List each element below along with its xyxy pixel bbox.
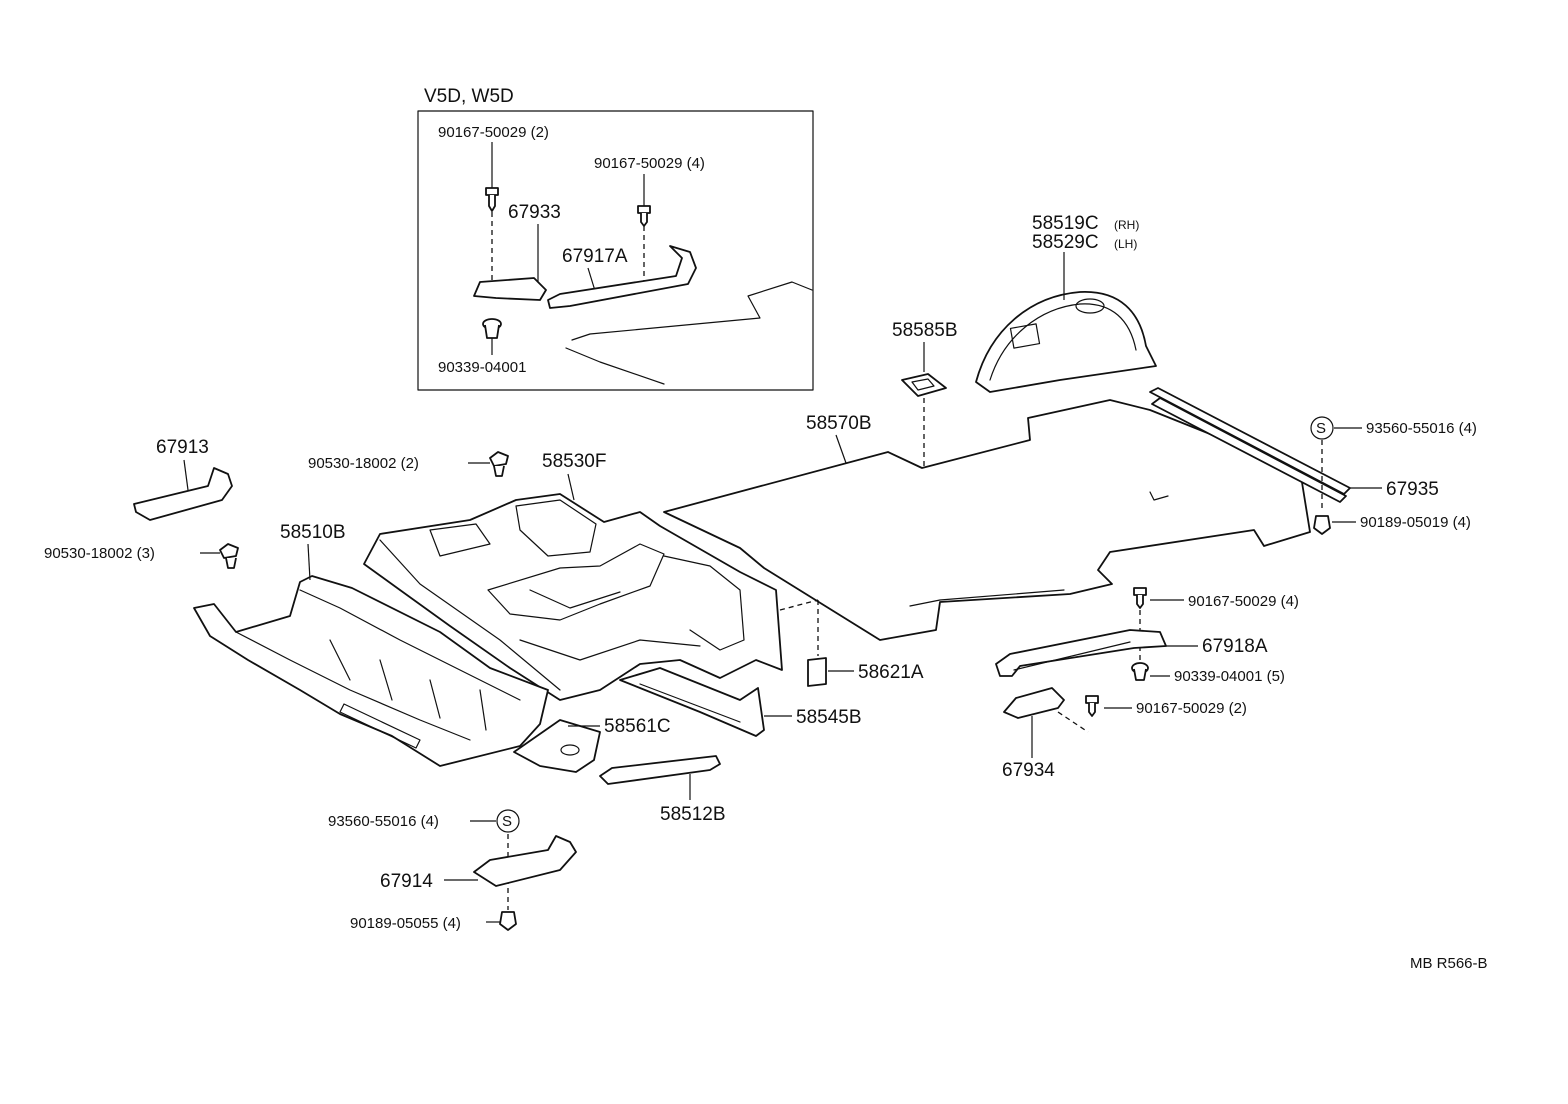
inset-panel: V5D, W5D 90167-50029 (2) 90167-50029 (4)… [417,86,814,391]
clip-icon [219,543,239,569]
label-67933: 67933 [508,202,561,223]
bolt-icon [637,205,651,227]
label-58545b: 58545B [796,707,862,728]
label-58510b: 58510B [280,522,346,543]
label-inset-bolt-a: 90167-50029 (2) [438,124,549,141]
label-58570b: 58570B [806,413,872,434]
diagram-reference-code: MB R566-B [1410,955,1488,972]
label-58530f: 58530F [542,451,606,472]
bracket-67934: 90167-50029 (2) 67934 [1002,687,1247,781]
label-67918a: 67918A [1202,636,1268,657]
bolt-icon [1085,695,1099,717]
bracket-67913: 67913 [133,437,233,521]
clip-icon [489,451,509,477]
label-90167-r2: 90167-50029 (2) [1136,700,1247,717]
label-58585b: 58585B [892,320,958,341]
label-s1: S [1316,420,1326,437]
wheel-house-cover: 58519C (RH) 58529C (LH) [975,213,1157,393]
label-58561c: 58561C [604,716,671,737]
label-rh: (RH) [1114,218,1139,232]
bracket-67933 [473,277,547,301]
label-90339-r: 90339-04001 (5) [1174,668,1285,685]
label-lh: (LH) [1114,237,1137,251]
label-93560-r: 93560-55016 (4) [1366,420,1477,437]
panel-58545b: 58545B [619,667,862,737]
clip-58621a: 58621A [779,599,924,687]
floor-mat-58570b: 58570B [663,399,1311,641]
clip-icon [1131,662,1149,681]
label-58529c: 58529C [1032,232,1099,253]
label-67917a: 67917A [562,246,628,267]
bolt-icon [485,187,499,212]
label-90530-a: 90530-18002 (2) [308,455,419,472]
label-90167-r1: 90167-50029 (4) [1188,593,1299,610]
label-58512b: 58512B [660,804,726,825]
bolt-icon [1133,587,1147,609]
label-58519c: 58519C [1032,213,1099,234]
floor-mat-58530f: 58530F [363,451,783,701]
label-s2: S [502,813,512,830]
label-93560-l: 93560-55016 (4) [328,813,439,830]
bracket-67914: 93560-55016 (4) S 67914 90189-05055 (4) [328,809,577,932]
standard-part-icon [1310,416,1334,440]
rail-67935: S 93560-55016 (4) 67935 90189-05019 (4) [1149,387,1477,535]
label-90189-r: 90189-05019 (4) [1360,514,1471,531]
bracket-58561c: 58561C [513,716,671,773]
label-90189-l: 90189-05055 (4) [350,915,461,932]
standard-part-icon [496,809,520,833]
nut-icon [1313,515,1331,535]
inset-title: V5D, W5D [424,86,514,107]
nut-icon [499,911,517,931]
label-67934: 67934 [1002,760,1055,781]
label-67913: 67913 [156,437,209,458]
sill-67918a: 90167-50029 (4) 67918A 90339-04001 (5) [995,587,1299,685]
label-inset-clip: 90339-04001 [438,359,526,376]
clip-90530-b: 90530-18002 (3) [44,543,239,569]
label-90530-b: 90530-18002 (3) [44,545,155,562]
label-67914: 67914 [380,871,433,892]
sill-67917a [547,245,697,309]
clip-90530-a: 90530-18002 (2) [308,451,509,477]
label-67935: 67935 [1386,479,1439,500]
label-inset-bolt-b: 90167-50029 (4) [594,155,705,172]
label-58621a: 58621A [858,662,924,683]
inset-frame [417,110,814,391]
clip-icon [482,318,502,339]
strip-58512b: 58512B [599,755,726,825]
floor-mat-58510b: 58510B [193,522,549,767]
